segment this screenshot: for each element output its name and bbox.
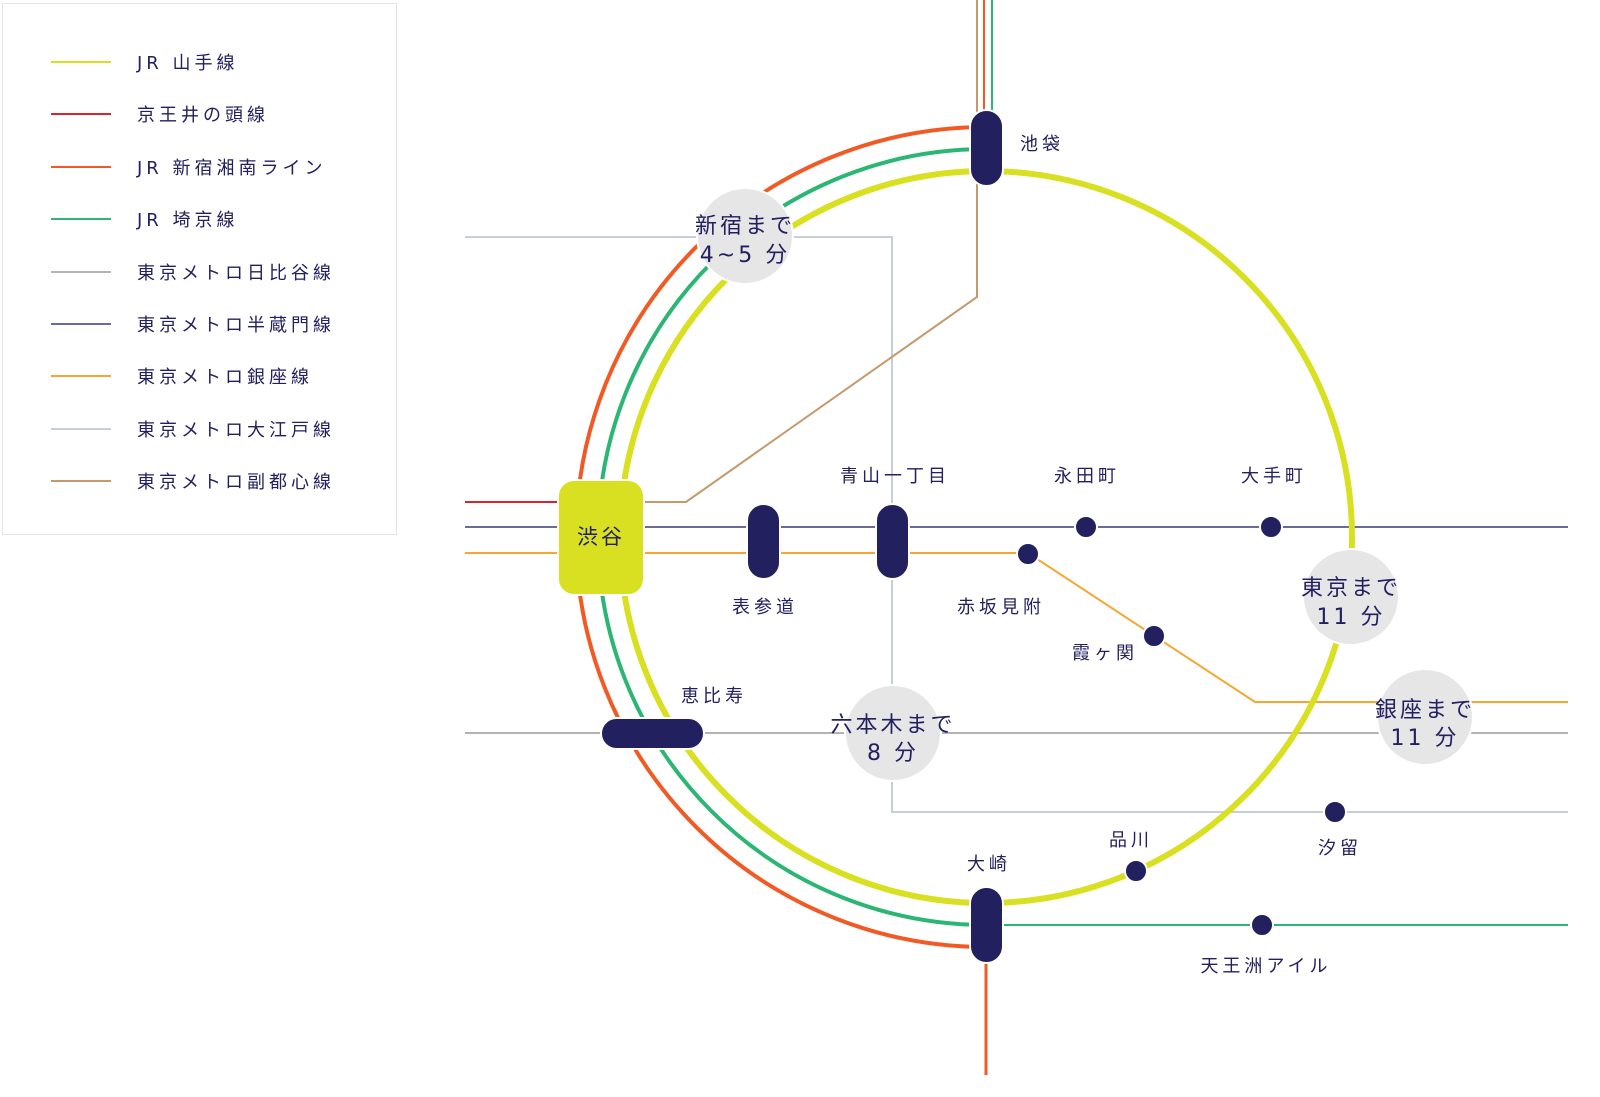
legend-item-metro-oedo: 東京メトロ大江戸線 (51, 419, 335, 441)
station-label: 品川 (1109, 830, 1153, 851)
legend-label: 東京メトロ日比谷線 (137, 263, 335, 284)
time-destination: 東京まで (1301, 576, 1401, 601)
legend-item-jr-shonan-shinjuku: JR 新宿湘南ライン (51, 157, 327, 179)
time-duration: 11 分 (1391, 726, 1460, 751)
legend-item-metro-hanzomon: 東京メトロ半蔵門線 (51, 314, 335, 336)
legend-item-metro-ginza: 東京メトロ銀座線 (51, 366, 313, 388)
time-bubble-roppongi: 六本木まで 8 分 (830, 684, 955, 782)
line-swatch (51, 323, 111, 325)
legend-label: JR 山手線 (137, 53, 239, 74)
time-duration: 4~5 分 (700, 243, 790, 268)
legend-label: 東京メトロ副都心線 (137, 472, 335, 493)
station-kasumigaseki[interactable]: 霞ヶ関 (1072, 624, 1166, 664)
station-aoyama-itchome[interactable]: 青山一丁目 (840, 466, 950, 580)
legend-label: 東京メトロ大江戸線 (137, 420, 335, 441)
station-otemachi[interactable]: 大手町 (1241, 466, 1307, 539)
station-label: 表参道 (732, 597, 798, 618)
time-bubble-tokyo: 東京まで 11 分 (1301, 548, 1401, 646)
line-swatch (51, 113, 111, 115)
legend-label: JR 埼京線 (137, 210, 239, 231)
station-nagatacho[interactable]: 永田町 (1054, 466, 1120, 539)
station-osaki[interactable]: 大崎 (967, 854, 1011, 964)
time-bubble-ginza: 銀座まで 11 分 (1375, 668, 1475, 766)
station-shibuya[interactable]: 渋谷 (557, 479, 645, 596)
line-swatch (51, 480, 111, 482)
station-label: 霞ヶ関 (1072, 643, 1138, 664)
line-swatch (51, 61, 111, 63)
station-ikebukuro[interactable]: 池袋 (969, 109, 1064, 187)
legend-item-jr-yamanote: JR 山手線 (51, 52, 239, 74)
station-tennozu-isle[interactable]: 天王洲アイル (1200, 913, 1331, 977)
station-ebisu[interactable]: 恵比寿 (600, 686, 747, 750)
station-label: 天王洲アイル (1200, 956, 1331, 977)
legend-label: 京王井の頭線 (137, 105, 269, 126)
time-destination: 銀座まで (1375, 698, 1475, 723)
time-duration: 8 分 (867, 741, 919, 766)
legend-item-keio-inokashira: 京王井の頭線 (51, 104, 269, 126)
time-destination: 新宿まで (695, 214, 795, 239)
legend-panel: JR 山手線 京王井の頭線 JR 新宿湘南ライン JR 埼京線 東京メトロ日比谷… (2, 3, 397, 535)
legend-label: JR 新宿湘南ライン (137, 158, 327, 179)
saikyo-line-arc (596, 147, 987, 927)
time-duration: 11 分 (1317, 605, 1386, 630)
legend-item-jr-saikyo: JR 埼京線 (51, 209, 239, 231)
station-shiodome[interactable]: 汐留 (1318, 800, 1362, 859)
legend-item-metro-fukutoshin: 東京メトロ副都心線 (51, 471, 335, 493)
station-label: 渋谷 (577, 525, 625, 549)
station-akasaka-mitsuke[interactable]: 赤坂見附 (957, 542, 1045, 618)
station-label: 恵比寿 (681, 686, 747, 707)
line-swatch (51, 166, 111, 168)
time-bubble-shinjuku: 新宿まで 4~5 分 (695, 187, 795, 285)
station-shinagawa[interactable]: 品川 (1109, 830, 1153, 883)
station-label: 汐留 (1318, 838, 1362, 859)
station-omotesando[interactable]: 表参道 (732, 503, 798, 618)
station-label: 大崎 (967, 854, 1011, 875)
legend-label: 東京メトロ半蔵門線 (137, 315, 335, 336)
line-swatch (51, 428, 111, 430)
station-label: 赤坂見附 (957, 597, 1045, 618)
line-swatch (51, 375, 111, 377)
time-destination: 六本木まで (830, 713, 955, 738)
station-label: 池袋 (1020, 134, 1064, 155)
station-label: 大手町 (1241, 466, 1307, 487)
line-swatch (51, 218, 111, 220)
line-swatch (51, 271, 111, 273)
legend-item-metro-hibiya: 東京メトロ日比谷線 (51, 262, 335, 284)
station-label: 永田町 (1054, 466, 1120, 487)
station-label: 青山一丁目 (840, 466, 950, 487)
legend-label: 東京メトロ銀座線 (137, 367, 313, 388)
